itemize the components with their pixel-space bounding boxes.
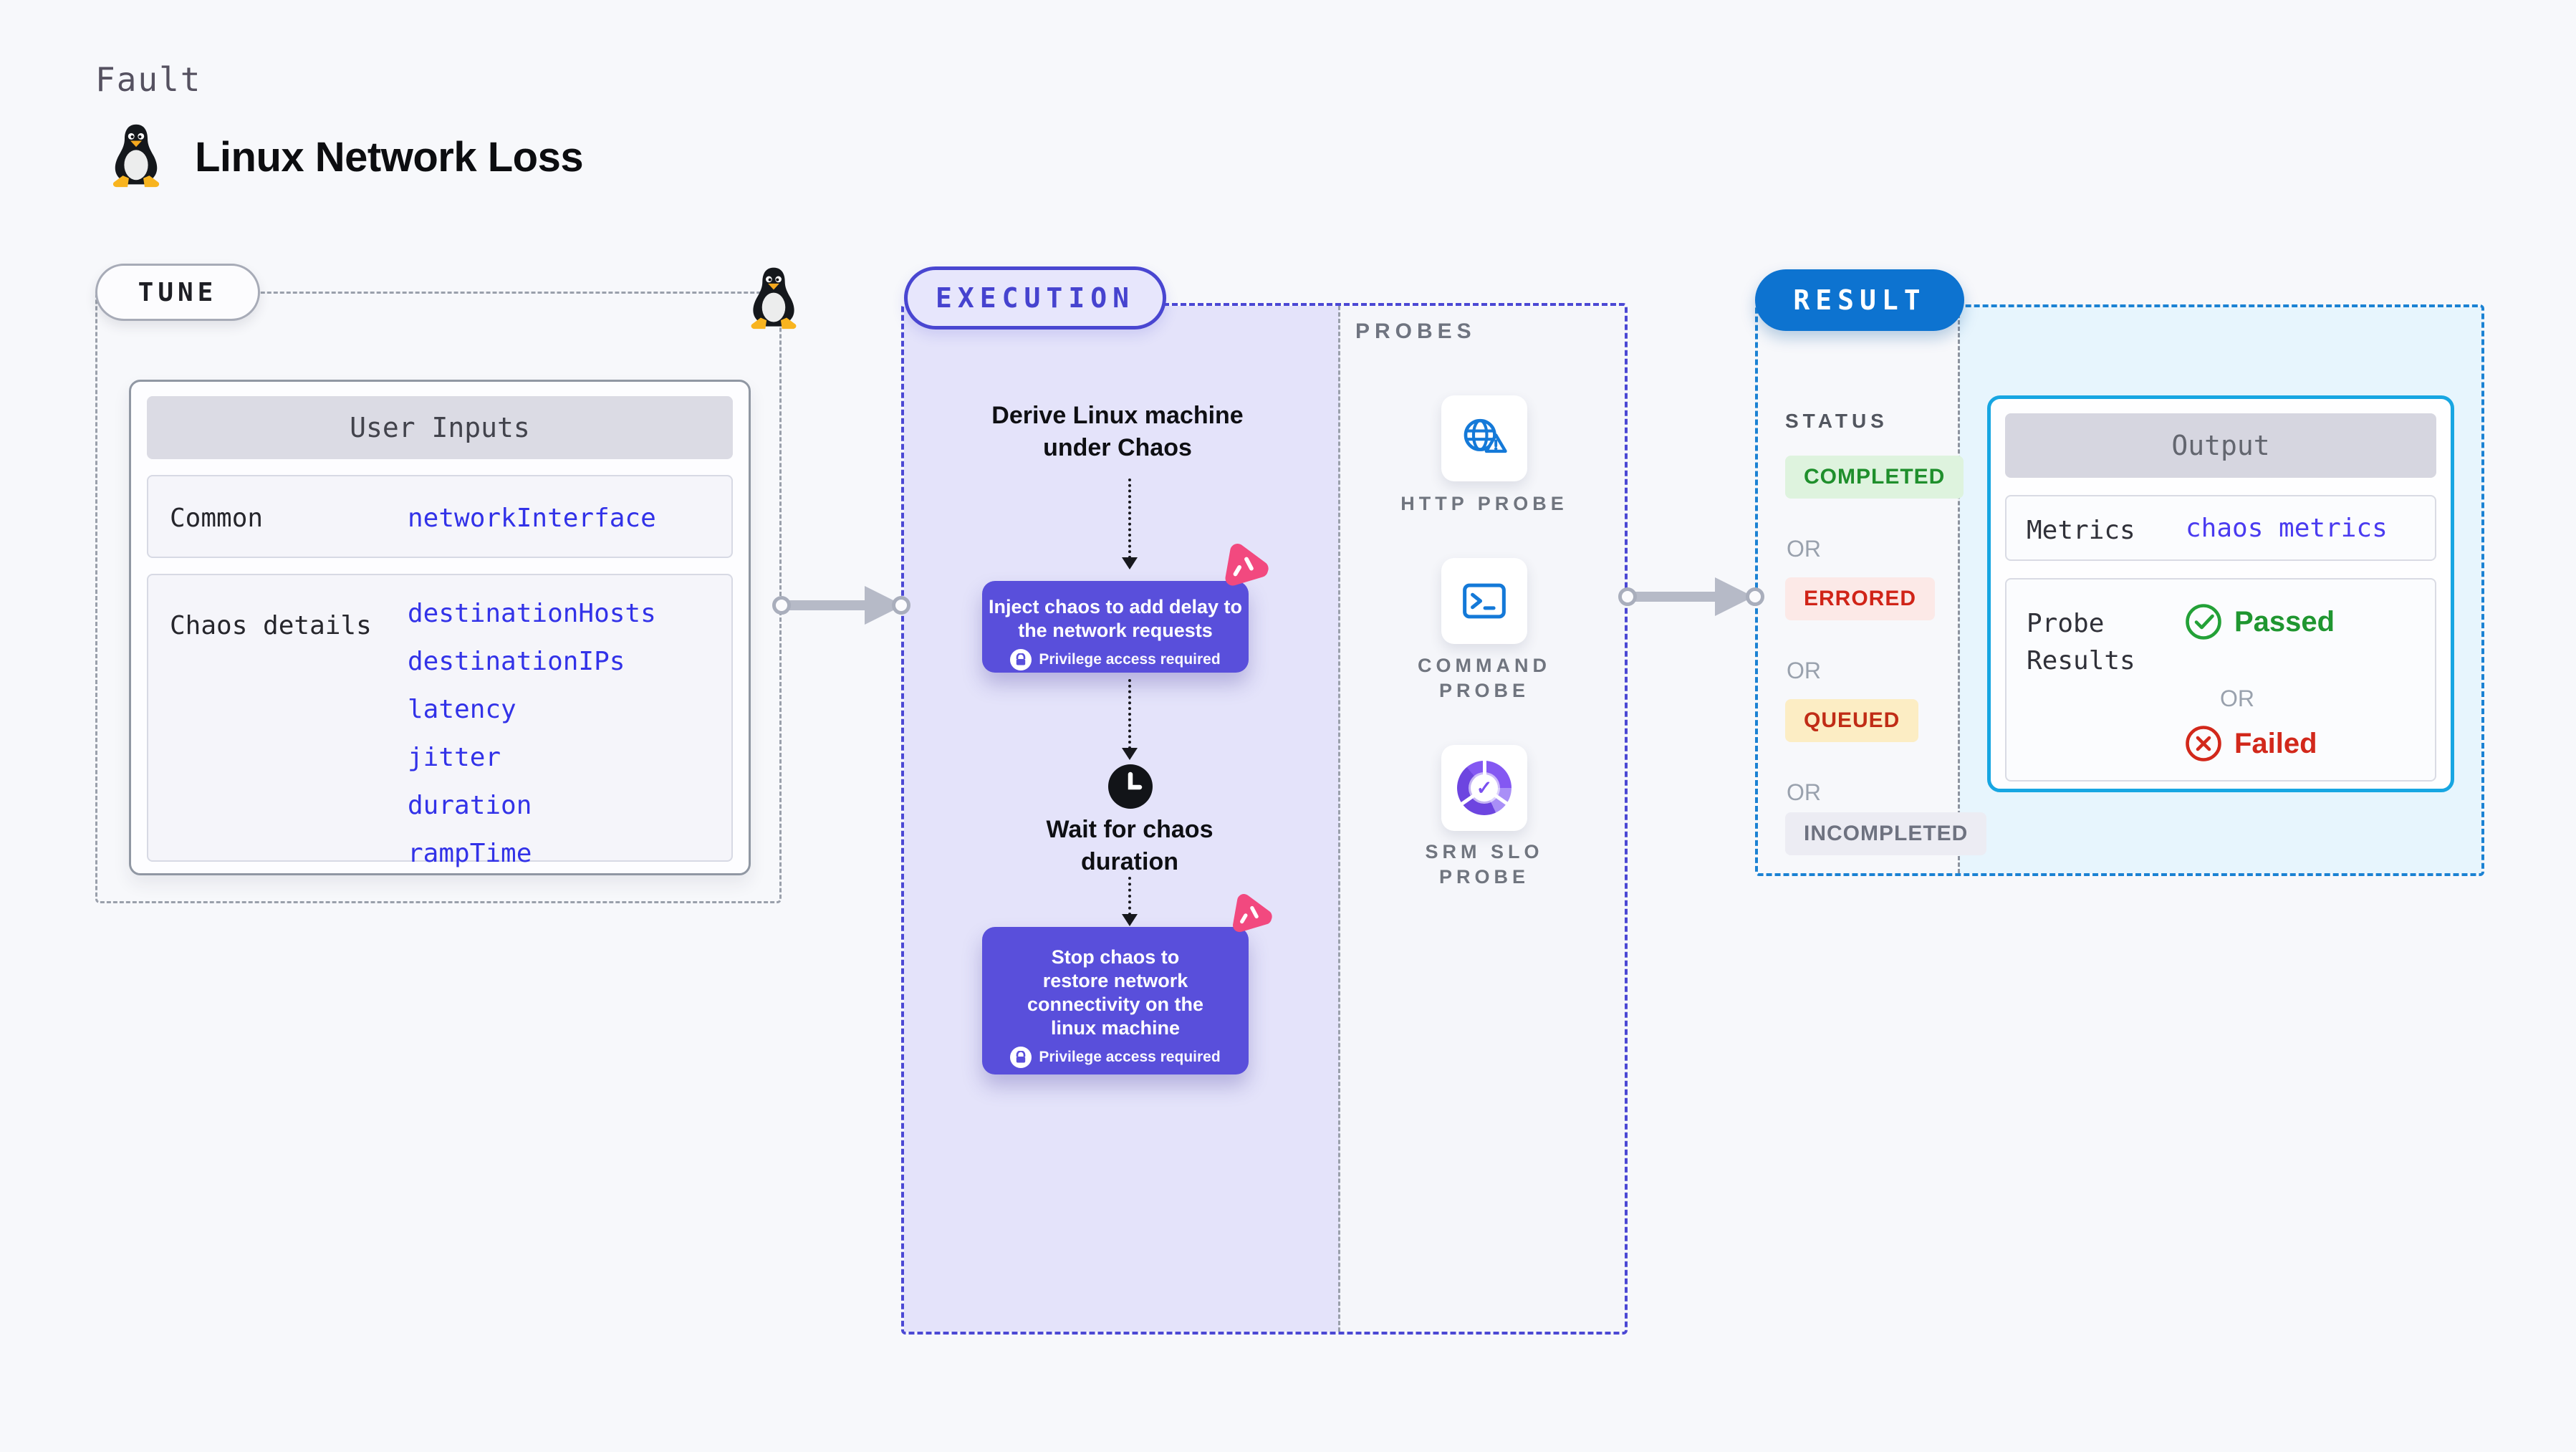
tune-label: TUNE bbox=[138, 277, 218, 307]
fault-kicker: Fault bbox=[95, 60, 202, 99]
status-badge-incompleted: INCOMPLETED bbox=[1785, 812, 1987, 855]
execution-to-result-arrow bbox=[1618, 577, 1764, 616]
param-value: rampTime bbox=[408, 839, 532, 868]
status-badge-completed: COMPLETED bbox=[1785, 456, 1964, 499]
chaos-details-values: destinationHosts destinationIPs latency … bbox=[408, 594, 656, 882]
flow-connector bbox=[1128, 877, 1131, 915]
common-row-value: networkInterface bbox=[408, 504, 656, 533]
status-badge-queued: QUEUED bbox=[1785, 699, 1919, 742]
probe-results-label: Probe Results bbox=[2027, 609, 2135, 675]
tux-penguin-icon bbox=[112, 124, 160, 188]
lock-icon bbox=[1010, 649, 1032, 670]
lock-icon bbox=[1010, 1047, 1032, 1068]
passed-verdict: Passed bbox=[2184, 602, 2335, 641]
execution-flow-area bbox=[904, 306, 1340, 1332]
flow-arrowhead bbox=[1122, 914, 1138, 926]
param-value: jitter bbox=[408, 743, 501, 772]
param-value: destinationIPs bbox=[408, 647, 625, 676]
or-separator: OR bbox=[1787, 779, 1821, 805]
clock-icon bbox=[1107, 764, 1153, 813]
result-label-pill: RESULT bbox=[1755, 269, 1964, 331]
tux-penguin-icon bbox=[751, 267, 797, 330]
status-heading: STATUS bbox=[1785, 410, 1888, 432]
x-circle-icon bbox=[2186, 726, 2221, 761]
common-row-label: Common bbox=[170, 504, 264, 533]
tune-label-pill: TUNE bbox=[95, 264, 260, 321]
inject-chaos-step: Inject chaos to add delay to the network… bbox=[982, 581, 1249, 673]
execution-label: EXECUTION bbox=[936, 282, 1135, 314]
status-badge-errored: ERRORED bbox=[1785, 577, 1936, 620]
derive-step-text: Derive Linux machine under Chaos bbox=[991, 402, 1244, 461]
metrics-label: Metrics bbox=[2027, 516, 2135, 545]
chaos-details-label: Chaos details bbox=[170, 611, 372, 640]
chaos-logo-icon bbox=[1208, 531, 1282, 604]
connector-node bbox=[772, 596, 791, 615]
user-inputs-card: User Inputs Common networkInterface Chao… bbox=[129, 380, 751, 875]
execution-label-pill: EXECUTION bbox=[904, 266, 1166, 330]
http-probe-label: HTTP PROBE bbox=[1400, 493, 1568, 514]
output-header: Output bbox=[2005, 413, 2436, 478]
common-row: Common networkInterface bbox=[147, 475, 733, 558]
metrics-value: chaos metrics bbox=[2186, 514, 2388, 543]
probes-heading: PROBES bbox=[1355, 319, 1476, 343]
inject-chaos-text: Inject chaos to add delay to the network… bbox=[988, 596, 1243, 641]
flow-arrowhead bbox=[1122, 748, 1138, 760]
globe-alert-icon bbox=[1464, 418, 1507, 453]
check-circle-icon bbox=[2186, 604, 2221, 640]
command-probe-label: COMMAND PROBE bbox=[1418, 655, 1551, 701]
or-separator: OR bbox=[2220, 686, 2254, 711]
result-divider bbox=[1958, 307, 1960, 873]
or-separator: OR bbox=[1787, 536, 1821, 562]
connector-node bbox=[892, 596, 910, 615]
privilege-note: Privilege access required bbox=[982, 649, 1249, 670]
failed-verdict: Failed bbox=[2184, 724, 2317, 763]
wait-step-text: Wait for chaos duration bbox=[1046, 816, 1213, 875]
probes-divider bbox=[1338, 306, 1340, 1332]
connector-node bbox=[1746, 587, 1764, 606]
execution-section bbox=[901, 303, 1628, 1335]
flow-arrowhead bbox=[1122, 557, 1138, 569]
srm-slo-probe-card: ✓ bbox=[1441, 745, 1527, 831]
stop-chaos-text: Stop chaos to restore network connectivi… bbox=[1027, 946, 1204, 1039]
chaos-details-row: Chaos details destinationHosts destinati… bbox=[147, 574, 733, 868]
param-value: duration bbox=[408, 791, 532, 820]
param-value: latency bbox=[408, 695, 516, 724]
command-probe-card bbox=[1441, 558, 1527, 644]
metrics-row: Metrics chaos metrics bbox=[2005, 495, 2436, 561]
tune-to-execution-arrow bbox=[772, 586, 910, 625]
privilege-note: Privilege access required bbox=[982, 1047, 1249, 1068]
stop-chaos-step: Stop chaos to restore network connectivi… bbox=[982, 927, 1249, 1074]
param-value: destinationHosts bbox=[408, 599, 656, 628]
chaos-logo-icon bbox=[1218, 883, 1284, 949]
connector-node bbox=[1618, 587, 1637, 606]
user-inputs-header: User Inputs bbox=[147, 396, 733, 459]
slo-donut-icon: ✓ bbox=[1457, 759, 1512, 815]
probe-results-row: Probe Results Passed OR Failed bbox=[2005, 578, 2436, 782]
terminal-icon bbox=[1463, 583, 1506, 619]
page-title: Linux Network Loss bbox=[195, 134, 584, 181]
output-card: Output Metrics chaos metrics Probe Resul… bbox=[1987, 395, 2454, 792]
srm-slo-probe-label: SRM SLO PROBE bbox=[1425, 841, 1544, 888]
http-probe-card bbox=[1441, 395, 1527, 481]
result-label: RESULT bbox=[1793, 284, 1926, 316]
or-separator: OR bbox=[1787, 658, 1821, 683]
flow-connector bbox=[1128, 679, 1131, 749]
flow-connector bbox=[1128, 479, 1131, 559]
